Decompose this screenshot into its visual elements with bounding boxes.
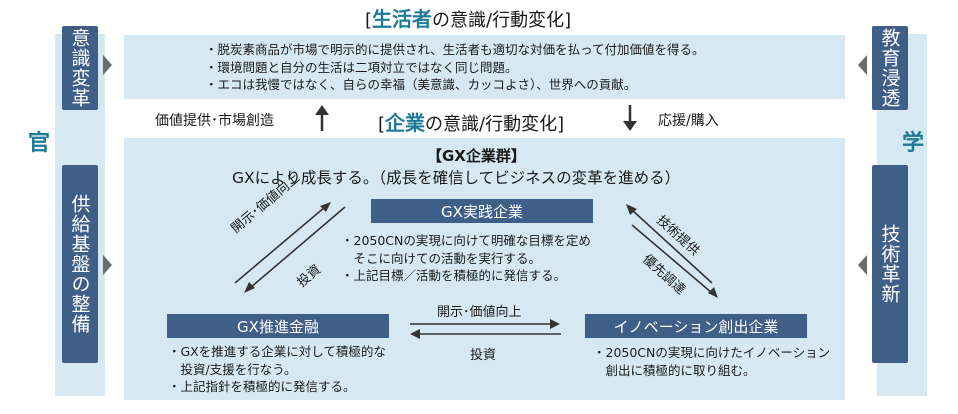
bottom-arrow-lower-label: 投資: [470, 348, 497, 363]
gx-finance-box: GX推進金融: [167, 314, 389, 338]
company-title-rest: の意識/行動変化]: [425, 114, 565, 135]
bottom-arrow-upper-label: 開示･価値向上: [437, 305, 522, 320]
consumer-bullets: ・脱炭素商品が市場で明示的に提供され、生活者も適切な対価を払って付加価値を得る。…: [205, 41, 705, 94]
support-purchase-text: 応援/購入: [658, 113, 719, 129]
gx-finance-bullet: 投資/支援を行なう。: [168, 361, 297, 377]
gx-practice-label: GX実践企業: [441, 202, 523, 221]
up-arrow: [315, 105, 329, 131]
innovation-bullet: 創出に積極的に取り組む。: [593, 362, 756, 378]
gx-subheading: GXにより成長する。（成長を確信してビジネスの変革を進める）: [232, 169, 681, 187]
consumer-title-rest: の意識/行動変化]: [432, 10, 572, 31]
value-provision-text: 価値提供･市場創造: [155, 113, 274, 129]
company-title: [企業の意識/行動変化]: [378, 107, 564, 136]
right-top-box-label: 教育浸透: [878, 28, 901, 108]
bottom-horizontal-arrows: [410, 319, 561, 339]
right-side-label: 学: [902, 131, 925, 156]
innovation-bullet: ・2050CNの実現に向けたイノベーション: [593, 345, 831, 360]
consumer-panel: [124, 35, 845, 99]
right-top-chevron: [858, 55, 867, 75]
innovation-box: イノベーション創出企業: [585, 314, 807, 338]
gx-practice-bullets: ・2050CNの実現に向けて明確な目標を定め そこに向けての活動を実行する。 ・…: [341, 232, 591, 285]
left-top-chevron: [103, 55, 112, 75]
consumer-title-open: [: [365, 10, 373, 31]
down-arrow: [623, 105, 637, 131]
gx-panel: [124, 138, 845, 400]
gx-practice-bullet: ・上記目標／活動を積極的に発信する。: [341, 268, 567, 283]
gx-heading: 【GX企業群】: [427, 147, 526, 165]
right-bottom-box-label: 技術革新: [878, 224, 901, 304]
left-diagonal-arrows: [234, 202, 346, 293]
left-top-box-label: 意識変革: [68, 28, 91, 108]
right-top-box: 教育浸透: [872, 26, 908, 110]
left-bottom-box-label: 供給基盤の整備: [68, 194, 91, 334]
innovation-bullets: ・2050CNの実現に向けたイノベーション 創出に積極的に取り組む。: [593, 344, 830, 379]
company-title-open: [: [378, 114, 386, 135]
gx-finance-label: GX推進金融: [237, 317, 319, 336]
company-title-em: 企業: [385, 111, 426, 135]
gx-practice-bullet: そこに向けての活動を実行する。: [341, 250, 542, 266]
right-bottom-box: 技術革新: [872, 165, 908, 363]
gx-practice-bullet: ・2050CNの実現に向けて明確な目標を定め: [341, 233, 591, 248]
gx-finance-bullet: ・上記指針を積極的に発信する。: [168, 379, 356, 394]
right-bottom-chevron: [858, 255, 867, 275]
gx-practice-box: GX実践企業: [371, 199, 593, 223]
left-bottom-box: 供給基盤の整備: [62, 165, 98, 363]
gx-finance-bullets: ・GXを推進する企業に対して積極的な 投資/支援を行なう。 ・上記指針を積極的に…: [168, 343, 386, 396]
consumer-bullet: ・エコは我慢ではなく、自らの幸福（美意識、カッコよさ）、世界への貢献。: [205, 77, 637, 92]
consumer-bullet: ・脱炭素商品が市場で明示的に提供され、生活者も適切な対価を払って付加価値を得る。: [205, 42, 705, 57]
consumer-title: [生活者の意識/行動変化]: [365, 3, 571, 32]
left-bottom-chevron: [103, 255, 112, 275]
innovation-label: イノベーション創出企業: [613, 317, 779, 336]
consumer-bullet: ・環境問題と自分の生活は二項対立ではなく同じ問題。: [205, 59, 518, 75]
left-side-label: 官: [28, 131, 51, 156]
left-top-box: 意識変革: [62, 26, 98, 110]
right-diagonal-arrows: [626, 204, 718, 298]
consumer-title-em: 生活者: [372, 7, 433, 31]
gx-finance-bullet: ・GXを推進する企業に対して積極的な: [168, 344, 386, 359]
